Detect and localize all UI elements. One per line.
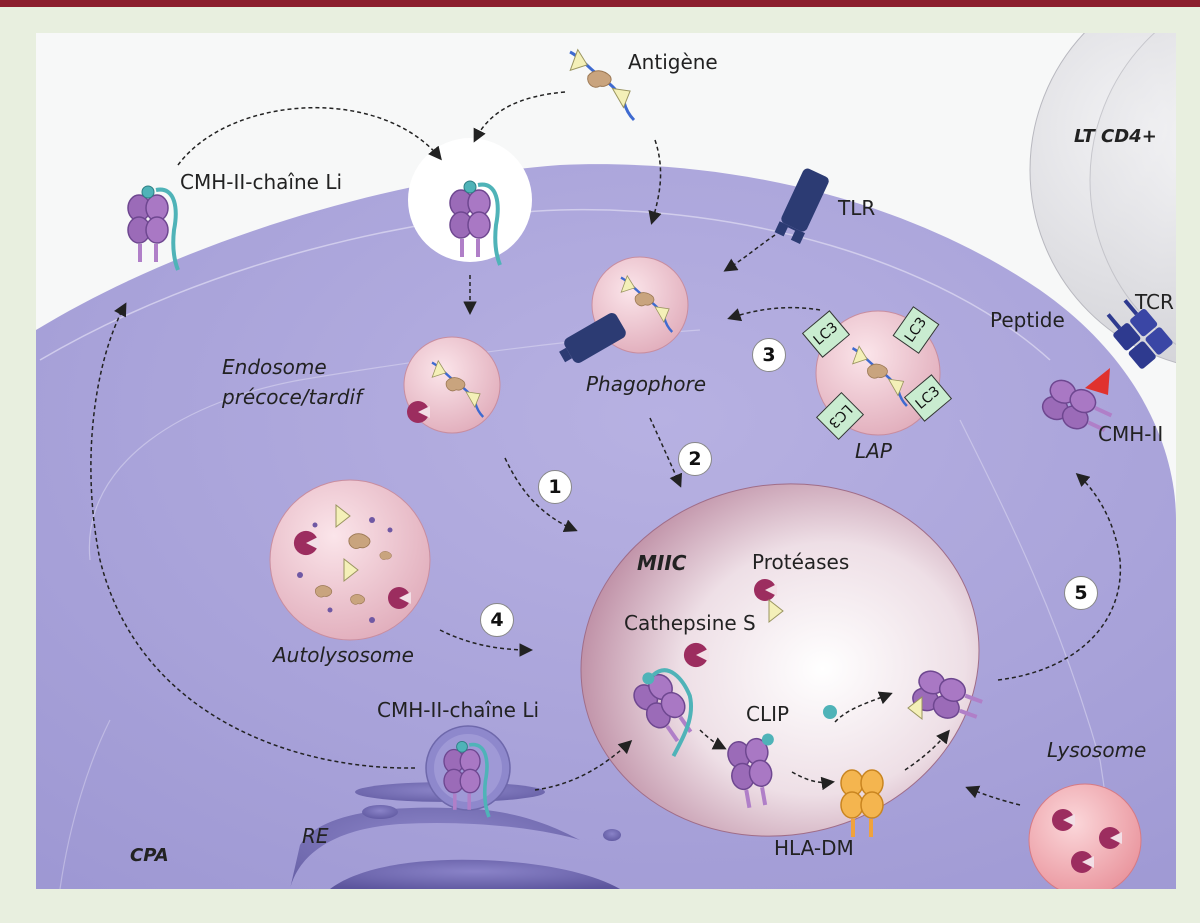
lysosome-label: Lysosome bbox=[1047, 738, 1147, 762]
mhc-ii-li-miic-icon bbox=[627, 668, 703, 758]
re-label: RE bbox=[302, 824, 329, 848]
mhc-ii-clip-icon bbox=[723, 733, 779, 812]
lap-label: LAP bbox=[855, 439, 892, 463]
step-5-badge: 5 bbox=[1064, 576, 1098, 610]
process-arrows bbox=[90, 91, 1122, 806]
top-accent-bar bbox=[0, 0, 1200, 7]
lt-cd4-label: LT CD4+ bbox=[1074, 126, 1157, 147]
lysosome-vesicle bbox=[1028, 783, 1142, 889]
autolysosome-vesicle bbox=[269, 479, 431, 641]
cmh-ii-label: CMH-II bbox=[1098, 422, 1164, 446]
step-1-badge: 1 bbox=[538, 470, 572, 504]
tlr-receptor-icon bbox=[774, 168, 829, 244]
antigene-label: Antigène bbox=[628, 50, 718, 74]
step-4-badge: 4 bbox=[480, 603, 514, 637]
autolysosome-label: Autolysosome bbox=[273, 643, 414, 667]
cmh-li-top-label: CMH-II-chaîne Li bbox=[180, 170, 343, 194]
hla-dm-label: HLA-DM bbox=[774, 836, 854, 860]
tlr-label: TLR bbox=[838, 196, 876, 220]
lt-cd4-cell bbox=[1029, 33, 1176, 364]
endosome-vesicle bbox=[403, 336, 501, 434]
peptide-triangle-icon bbox=[1085, 368, 1110, 395]
released-clip-icon bbox=[823, 705, 837, 719]
proteases-label: Protéases bbox=[752, 550, 850, 574]
miic-compartment bbox=[580, 483, 980, 837]
cathepsine-label: Cathepsine S bbox=[624, 611, 756, 635]
peptide-label: Peptide bbox=[990, 308, 1065, 332]
step-2-badge: 2 bbox=[678, 442, 712, 476]
endosome-label: Endosome précoce/tardif bbox=[222, 355, 363, 409]
cmh-li-bottom-label: CMH-II-chaîne Li bbox=[377, 698, 540, 722]
miic-label: MIIC bbox=[637, 551, 687, 575]
tcr-receptor-icon bbox=[1106, 299, 1173, 369]
cpa-label: CPA bbox=[130, 845, 169, 866]
step-3-badge: 3 bbox=[752, 338, 786, 372]
tlr-inner-icon bbox=[559, 313, 626, 363]
tcr-label: TCR bbox=[1135, 290, 1174, 314]
clip-label: CLIP bbox=[746, 702, 790, 726]
phagophore-label: Phagophore bbox=[586, 372, 707, 396]
